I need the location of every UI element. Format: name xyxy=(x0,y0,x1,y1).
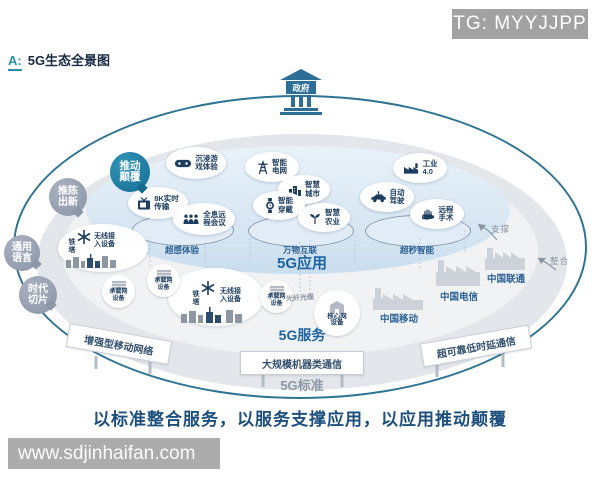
carrier-factory-icon xyxy=(436,260,480,286)
page-title: A: 5G生态全景图 xyxy=(8,50,111,71)
core-network-label: 核心网 设备 xyxy=(327,312,347,326)
zone-label-5g-application: 5G应用 xyxy=(276,255,328,272)
tower-label: 铁塔 xyxy=(68,238,75,254)
access-device-label: 无线接 入设备 xyxy=(94,233,115,248)
government-building-icon: 政府 xyxy=(279,69,323,117)
app-label: 工业 4.0 xyxy=(422,158,438,176)
carrier-china-mobile: 中国移动 xyxy=(379,314,419,325)
slogan-text: 以标准整合服务，以服务支撑应用，以应用推动颠覆 xyxy=(93,410,507,429)
core-network-device: 核心网 设备 xyxy=(314,290,360,336)
agriculture-icon xyxy=(310,213,320,224)
relation-support: 支撑 xyxy=(491,224,511,234)
bearer-network-device: 承载网 设备 xyxy=(147,264,180,297)
zone-label-5g-standard: 5G标准 xyxy=(280,378,324,393)
power-tower-icon xyxy=(258,159,268,174)
hand-icon xyxy=(421,209,434,220)
server-icon xyxy=(111,281,126,289)
app-label: 8K实时 传输 xyxy=(154,193,179,211)
carrier-factory-icon xyxy=(485,248,525,270)
app-bubble-holographic-meeting: 全息远 程会议 xyxy=(173,203,235,235)
zone-label-intelligence: 超秒智能 xyxy=(399,245,435,255)
government-label: 政府 xyxy=(286,81,316,94)
app-label: 自动 驾驶 xyxy=(389,187,405,205)
title-text: 5G生态全景图 xyxy=(27,53,111,68)
tv-icon xyxy=(138,196,151,209)
antenna-icon xyxy=(77,230,91,244)
server-icon xyxy=(269,286,284,294)
app-bubble-smart-agriculture: 智慧 农业 xyxy=(298,203,350,232)
tg-watermark-badge: TG: MYYJJPP xyxy=(452,9,588,39)
bearer-network-label: 承载网 设备 xyxy=(267,294,286,307)
standard-box-label: 大规模机器类通信 xyxy=(262,359,342,371)
zone-label-sensory: 超感体验 xyxy=(164,245,200,255)
app-label: 全息远 程会议 xyxy=(203,209,226,227)
relation-integrate: 整合 xyxy=(550,256,570,266)
fiber-optic-label: 光纤光缆 xyxy=(285,294,315,303)
app-bubble-autonomous-driving: 自动 驾驶 xyxy=(360,182,414,212)
title-prefix: A: xyxy=(8,53,22,71)
carrier-china-unicom: 中国联通 xyxy=(486,274,526,285)
bearer-network-label: 承载网 设备 xyxy=(109,289,128,302)
carrier-factory-icon xyxy=(373,288,423,310)
city-silhouette-icon xyxy=(181,307,242,323)
gamepad-icon xyxy=(175,159,192,167)
core-building-icon xyxy=(330,300,344,314)
people-icon xyxy=(183,214,199,224)
app-label: 智慧 城市 xyxy=(305,180,320,198)
standard-box-mmtc: 大规模机器类通信 xyxy=(240,351,364,375)
zone-label-iot: 万物互联 xyxy=(282,245,318,255)
app-bubble-smart-wearable: 智能 穿戴 xyxy=(253,191,305,220)
zone-label-5g-service: 5G服务 xyxy=(278,327,326,343)
bearer-network-label: 承载网 设备 xyxy=(154,278,173,291)
watch-icon xyxy=(266,198,274,213)
website-watermark: www.sdjinhaifan.com xyxy=(8,438,220,469)
factory-icon xyxy=(403,163,418,174)
app-label: 沉浸游 戏体验 xyxy=(195,153,218,171)
server-icon xyxy=(156,270,171,278)
antenna-icon xyxy=(201,281,215,295)
roof xyxy=(280,69,322,80)
app-bubble-immersive-gaming: 沉浸游 戏体验 xyxy=(166,147,226,179)
app-label: 智能 穿戴 xyxy=(278,196,293,214)
app-label: 智能 电网 xyxy=(272,157,287,175)
access-device-label: 无线接 入设备 xyxy=(220,288,241,303)
app-label: 智慧 农业 xyxy=(325,208,340,226)
carrier-china-telecom: 中国电信 xyxy=(439,292,479,303)
bearer-network-device: 承载网 设备 xyxy=(260,280,293,313)
app-bubble-industry-40: 工业 4.0 xyxy=(393,153,447,183)
app-label: 远程 手术 xyxy=(438,204,454,222)
city-silhouette-icon xyxy=(66,254,116,268)
tower-label: 铁塔 xyxy=(192,290,199,306)
car-icon xyxy=(370,191,386,203)
bearer-network-device: 承载网 设备 xyxy=(102,275,135,308)
app-bubble-remote-surgery: 远程 手术 xyxy=(410,199,464,229)
